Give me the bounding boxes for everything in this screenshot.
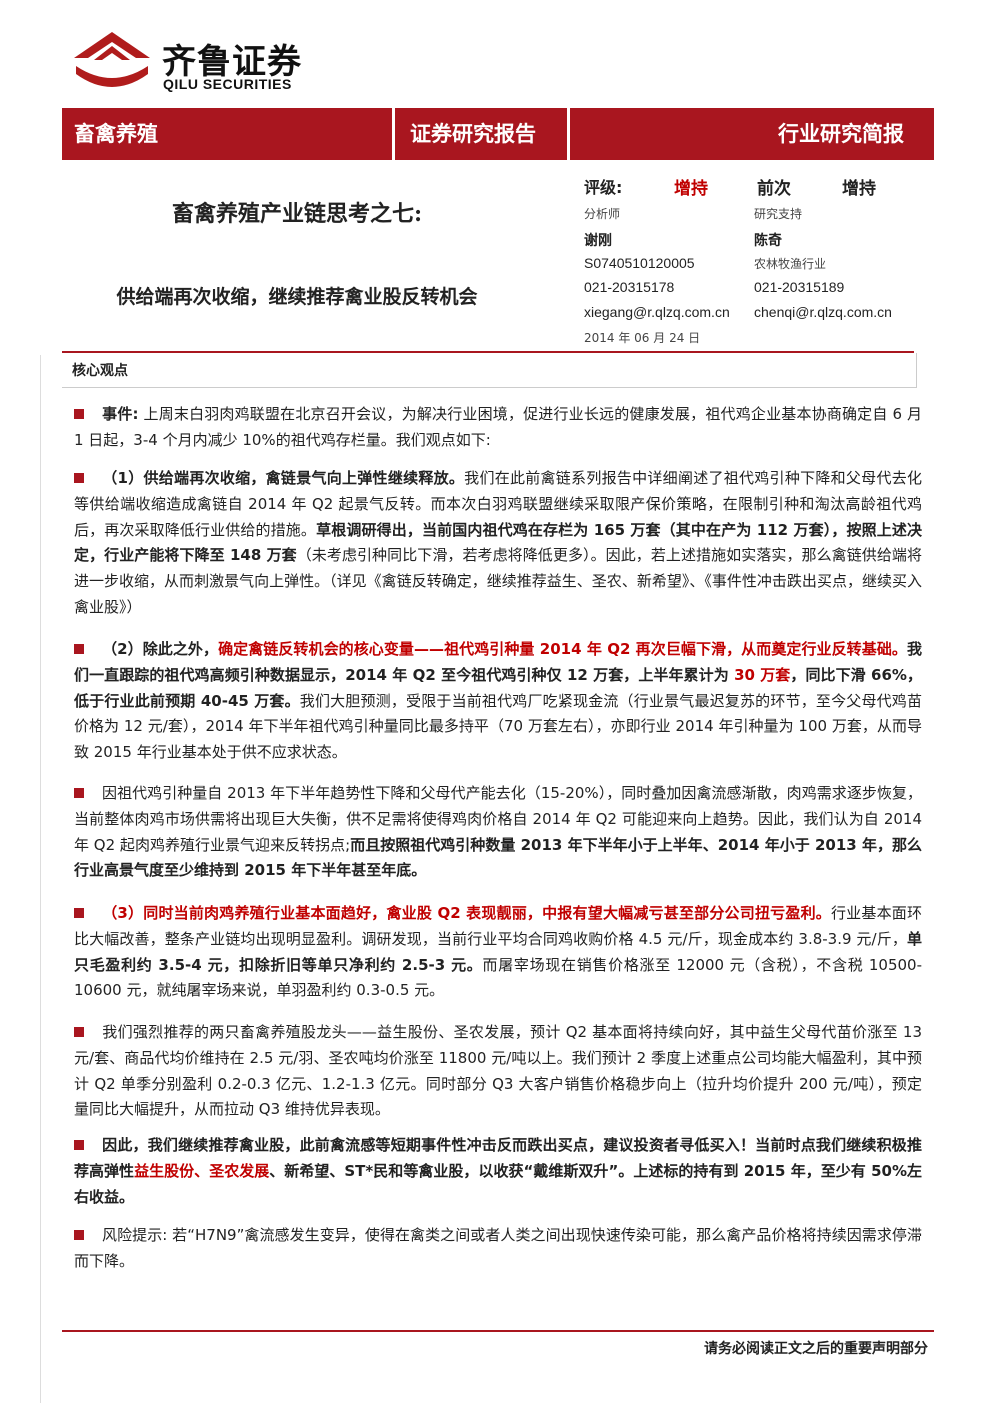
paragraph-recommended-stocks: 我们强烈推荐的两只畜禽养殖股龙头——益生股份、圣农发展，预计 Q2 基本面将持续…: [74, 1023, 922, 1119]
bullet-icon: [74, 473, 84, 483]
bullet-icon: [74, 1027, 84, 1037]
paragraph-core-variable: （2）除此之外，确定禽链反转机会的核心变量——祖代鸡引种量 2014 年 Q2 …: [74, 640, 922, 762]
banner-report-kind: 行业研究简报: [778, 122, 904, 146]
paragraph-supply-contraction: （1）供给端再次收缩，禽链景气向上弹性继续释放。我们在此前禽链系列报告中详细阐述…: [74, 469, 922, 616]
support-email[interactable]: chenqi@r.qlzq.com.cn: [754, 304, 892, 320]
qilu-logo-icon: [74, 32, 150, 87]
support-role: 研究支持: [754, 207, 803, 221]
section-divider: [62, 351, 914, 353]
paragraph-conclusion: 因此，我们继续推荐禽业股，此前禽流感等短期事件性冲击反而跌出买点，建议投资者寻低…: [74, 1136, 922, 1206]
footer-disclaimer: 请务必阅读正文之后的重要声明部分: [704, 1341, 928, 1357]
report-title: 畜禽养殖产业链思考之七:: [171, 201, 423, 227]
support-name: 陈奇: [754, 232, 782, 248]
previous-rating-label: 前次: [757, 179, 791, 199]
bullet-icon: [74, 788, 84, 798]
rating-value: 增持: [674, 179, 708, 199]
analyst-name: 谢刚: [584, 232, 612, 248]
report-date: 2014 年 06 月 24 日: [584, 331, 701, 345]
analyst-role: 分析师: [584, 207, 621, 221]
report-subtitle: 供给端再次收缩，继续推荐禽业股反转机会: [116, 286, 478, 308]
support-dept: 农林牧渔行业: [754, 257, 827, 271]
bullet-icon: [74, 409, 84, 419]
paragraph-risk: 风险提示: 若“H7N9”禽流感发生变异，使得在禽类之间或者人类之间出现快速传染…: [74, 1226, 922, 1270]
analyst-email[interactable]: xiegang@r.qlzq.com.cn: [584, 304, 730, 320]
banner-divider: [392, 108, 395, 160]
brand-name-en: QILU SECURITIES: [163, 76, 292, 92]
paragraph-fundamentals: （3）同时当前肉鸡养殖行业基本面趋好，禽业股 Q2 表现靓丽，中报有望大幅减亏甚…: [74, 904, 922, 1000]
banner-sector: 畜禽养殖: [74, 122, 158, 146]
bullet-icon: [74, 1140, 84, 1150]
core-view-label: 核心观点: [72, 363, 128, 379]
support-phone: 021-20315189: [754, 279, 845, 295]
analyst-cert: S0740510120005: [584, 255, 695, 271]
banner-divider: [567, 108, 570, 160]
header-banner: 畜禽养殖 证券研究报告 行业研究简报: [62, 108, 934, 160]
previous-rating-value: 增持: [842, 179, 876, 199]
analyst-phone: 021-20315178: [584, 279, 675, 295]
core-view-header-box: [62, 353, 917, 388]
paragraph-demand-outlook: 因祖代鸡引种量自 2013 年下半年趋势性下降和父母代产能去化（15-20%），…: [74, 784, 922, 880]
brand-name-cn: 齐鲁证券: [162, 42, 302, 82]
paragraph-event: 事件: 上周末白羽肉鸡联盟在北京召开会议，为解决行业困境，促进行业长远的健康发展…: [74, 405, 923, 449]
bullet-icon: [74, 1230, 84, 1240]
bullet-icon: [74, 644, 84, 654]
footer-divider: [62, 1330, 934, 1332]
rating-label: 评级:: [584, 178, 623, 197]
left-margin-line: [40, 355, 41, 1403]
banner-doc-type: 证券研究报告: [410, 122, 536, 146]
bullet-icon: [74, 908, 84, 918]
